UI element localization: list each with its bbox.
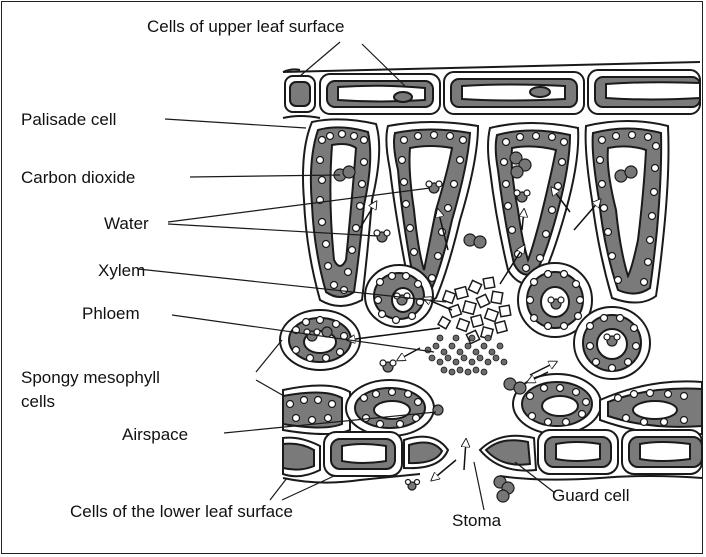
leader-stoma [474,462,484,510]
leader-lower-1 [270,478,287,500]
label-xylem: Xylem [98,261,145,280]
label-lower-surface: Cells of the lower leaf surface [70,502,293,521]
leader-spongy-1 [256,340,282,372]
label-palisade: Palisade cell [21,110,116,129]
leader-water-1 [168,188,430,222]
label-spongy-line1: Spongy mesophyll [21,368,160,387]
leader-spongy-2 [256,380,284,396]
label-guard-cell: Guard cell [552,486,629,505]
label-airspace: Airspace [122,425,188,444]
label-spongy-line2: cells [21,392,55,411]
upper-epidermis [283,62,700,118]
label-phloem: Phloem [82,304,140,323]
label-stoma: Stoma [452,511,502,530]
phloem-tissue [425,335,507,375]
leader-palisade [165,119,306,128]
label-water: Water [104,214,149,233]
xylem-vessels [438,277,511,343]
lower-epidermis [283,430,702,483]
label-upper-surface: Cells of upper leaf surface [147,17,345,36]
label-carbon-dioxide: Carbon dioxide [21,168,135,187]
